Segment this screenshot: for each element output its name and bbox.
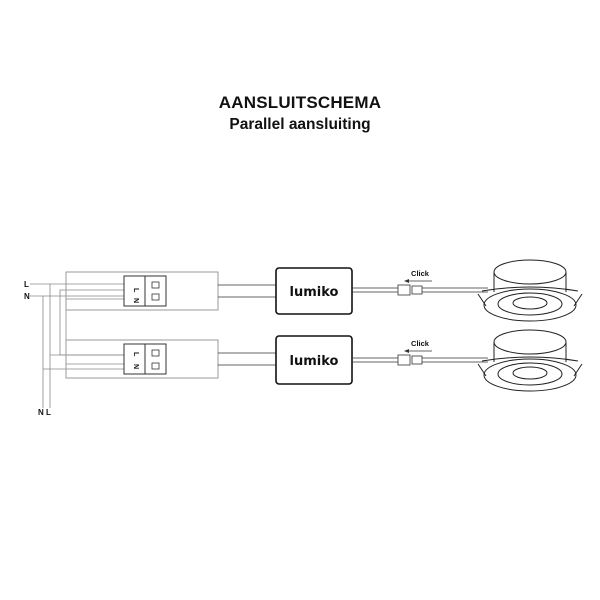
- circuit-2: L N lumiko Click: [65, 329, 583, 392]
- connector-1-female: [411, 285, 423, 295]
- terminal-1-n-label: N: [132, 298, 139, 303]
- driver-2: [275, 335, 353, 385]
- junction-box-1: [65, 271, 219, 311]
- driver-1: [275, 267, 353, 315]
- wire-l-link: [59, 289, 124, 356]
- mains-bottom-l-label: L: [46, 408, 51, 417]
- driver-2-brand: lumiko: [290, 354, 339, 369]
- terminal-1-l-label: L: [132, 288, 139, 293]
- downlight-2: [477, 329, 583, 392]
- terminal-2-n-label: N: [132, 364, 139, 369]
- junction-box-2: [65, 339, 219, 379]
- mains-bottom-n-label: N: [38, 408, 44, 417]
- connector-2-click-label: Click: [411, 339, 430, 348]
- diagram-subtitle: Parallel aansluiting: [229, 116, 371, 133]
- circuit-1: L N lumiko Click: [65, 259, 583, 322]
- title-block: AANSLUITSCHEMA Parallel aansluiting: [0, 92, 600, 136]
- mains-wiring: [30, 283, 124, 408]
- connector-1-click-label: Click: [411, 269, 430, 278]
- mains-n-label: N: [24, 292, 30, 301]
- mains-l-label: L: [24, 280, 29, 289]
- wire-n-link: [65, 298, 124, 365]
- diagram-title: AANSLUITSCHEMA: [218, 93, 382, 112]
- downlight-1: [477, 259, 583, 322]
- terminal-2-l-label: L: [132, 352, 139, 357]
- connector-2-female: [411, 355, 423, 365]
- connector-2-male: [397, 354, 411, 366]
- driver-1-brand: lumiko: [290, 285, 339, 300]
- connector-1-male: [397, 284, 411, 296]
